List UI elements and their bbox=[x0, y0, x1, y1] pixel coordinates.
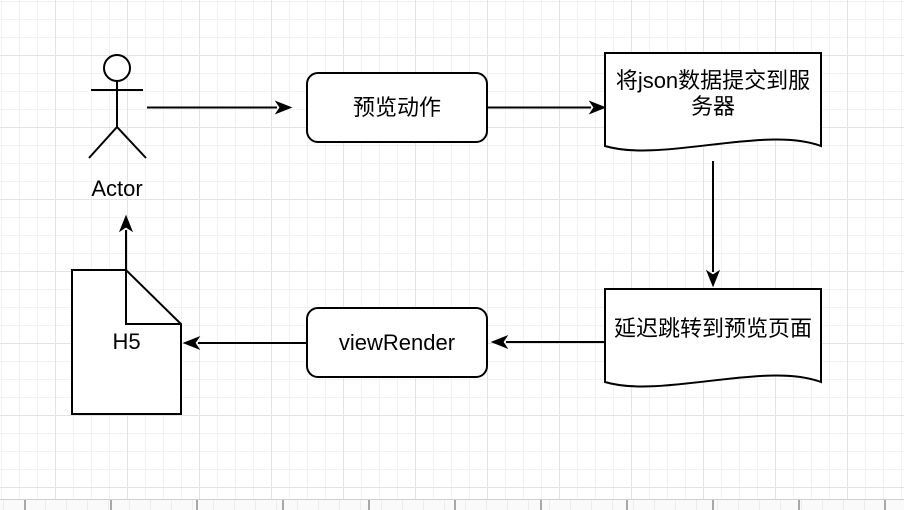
actor-right-leg bbox=[116, 126, 147, 159]
delay-redirect-document[interactable] bbox=[604, 288, 822, 388]
actor-shape[interactable] bbox=[88, 54, 147, 159]
arrowhead-right-icon bbox=[588, 100, 607, 115]
actor-left-leg bbox=[88, 126, 118, 159]
view-render-box[interactable] bbox=[306, 307, 488, 378]
preview-action-box[interactable] bbox=[306, 72, 488, 143]
arrowhead-left-icon bbox=[182, 335, 201, 351]
h5-note-fold bbox=[125, 270, 181, 325]
arrowhead-up-icon bbox=[118, 214, 134, 233]
h5-note-outline bbox=[71, 269, 182, 415]
arrow-h5-to-actor[interactable] bbox=[118, 214, 134, 270]
arrow-submit-to-delay[interactable] bbox=[705, 161, 721, 288]
arrow-delay-to-viewrender[interactable] bbox=[490, 334, 605, 350]
arrow-actor-to-preview[interactable] bbox=[147, 100, 293, 115]
actor-head bbox=[103, 54, 131, 82]
arrow-preview-to-submit[interactable] bbox=[487, 100, 607, 115]
arrow-viewrender-to-h5[interactable] bbox=[182, 335, 307, 351]
arrowhead-down-icon bbox=[705, 269, 721, 288]
arrowhead-left-icon bbox=[490, 334, 509, 350]
h5-note-shape[interactable] bbox=[71, 269, 182, 415]
page-boundary-strip bbox=[0, 499, 904, 510]
submit-json-document[interactable] bbox=[604, 52, 822, 152]
arrowhead-right-icon bbox=[274, 100, 293, 115]
